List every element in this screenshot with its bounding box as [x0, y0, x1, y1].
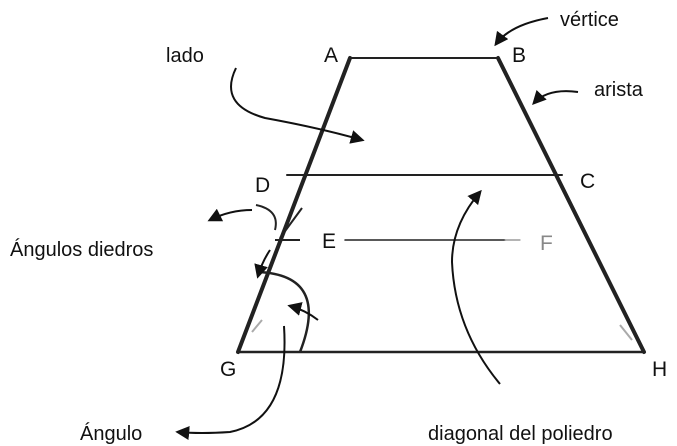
arrow-angulos-diedros: [207, 208, 253, 222]
arrow-lado: [230, 67, 365, 144]
arrow-diagonal: [450, 189, 501, 385]
point-label-g: G: [220, 358, 236, 381]
label-angulos-diedros: Ángulos diedros: [10, 238, 153, 261]
point-label-a: A: [324, 44, 338, 67]
arrow-arista: [532, 90, 579, 106]
label-arista: arista: [594, 79, 644, 101]
annotation-arrows: [175, 17, 579, 440]
point-label-h: H: [652, 358, 667, 381]
edge-ag: [236, 56, 352, 354]
label-lado: lado: [166, 45, 204, 67]
arrow-vertice: [494, 17, 549, 47]
point-label-e: E: [322, 230, 336, 253]
angle-tick-g: [251, 319, 263, 333]
label-diagonal: diagonal del poliedro: [428, 423, 613, 445]
point-label-c: C: [580, 170, 595, 193]
edge-bh: [496, 56, 646, 354]
dihedral-angle-marks: [255, 204, 303, 241]
arrow-angulo-inner-2: [287, 302, 319, 321]
arrow-angulo-inner-1: [254, 249, 271, 279]
label-vertice: vértice: [560, 9, 619, 31]
angle-arc-g: [257, 270, 310, 353]
angle-tick-h: [619, 324, 633, 341]
frustum-edges: [236, 56, 646, 354]
arrow-angulo: [175, 325, 286, 440]
point-label-b: B: [512, 44, 526, 67]
point-label-d: D: [255, 174, 270, 197]
point-label-f: F: [540, 232, 553, 255]
label-angulo: Ángulo: [80, 422, 142, 445]
